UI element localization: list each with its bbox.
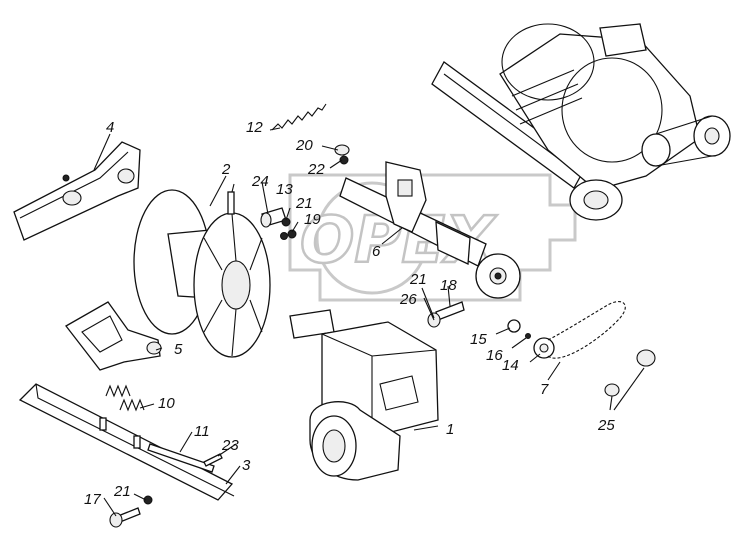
label-24: 24 xyxy=(251,173,269,190)
label-11: 11 xyxy=(194,423,210,440)
label-17: 17 xyxy=(84,491,101,508)
label-7: 7 xyxy=(540,381,549,398)
label-21b: 21 xyxy=(409,271,427,288)
label-14: 14 xyxy=(502,357,519,374)
part-drive-shaft xyxy=(339,161,521,299)
part-bolt-18 xyxy=(427,301,465,328)
label-6: 6 xyxy=(372,243,381,260)
label-15: 15 xyxy=(470,331,487,348)
part-bolt-17 xyxy=(109,495,153,528)
part-sprocket-14 xyxy=(507,319,555,359)
label-22: 22 xyxy=(307,161,325,178)
part-rod xyxy=(147,443,215,473)
part-arm-bracket xyxy=(13,141,141,241)
part-spring xyxy=(271,103,327,131)
part-pin xyxy=(227,191,235,215)
label-3: 3 xyxy=(242,457,251,474)
part-nut xyxy=(334,144,350,165)
label-13: 13 xyxy=(276,181,293,198)
label-2: 2 xyxy=(221,161,231,178)
label-18: 18 xyxy=(440,277,457,294)
label-12: 12 xyxy=(246,119,263,136)
label-19: 19 xyxy=(304,211,321,228)
part-angle-plate xyxy=(18,383,235,501)
label-21c: 21 xyxy=(113,483,131,500)
part-chain xyxy=(547,301,626,359)
part-small-bolt xyxy=(203,453,223,467)
label-16: 16 xyxy=(486,347,503,364)
label-23: 23 xyxy=(221,437,239,454)
label-25: 25 xyxy=(597,417,615,434)
label-21a: 21 xyxy=(295,195,313,212)
label-26: 26 xyxy=(399,291,417,308)
label-10: 10 xyxy=(158,395,175,412)
part-cable-drum xyxy=(133,189,271,358)
part-lever-bracket xyxy=(65,301,162,371)
part-gearbox xyxy=(289,309,439,481)
part-bolt-washers xyxy=(260,207,297,240)
label-1: 1 xyxy=(446,421,454,438)
label-4: 4 xyxy=(106,119,114,136)
leader-lines xyxy=(93,127,645,517)
assembled-winch-unit xyxy=(431,23,731,221)
label-20: 20 xyxy=(295,137,313,154)
part-caps xyxy=(604,349,656,397)
label-5: 5 xyxy=(174,341,183,358)
